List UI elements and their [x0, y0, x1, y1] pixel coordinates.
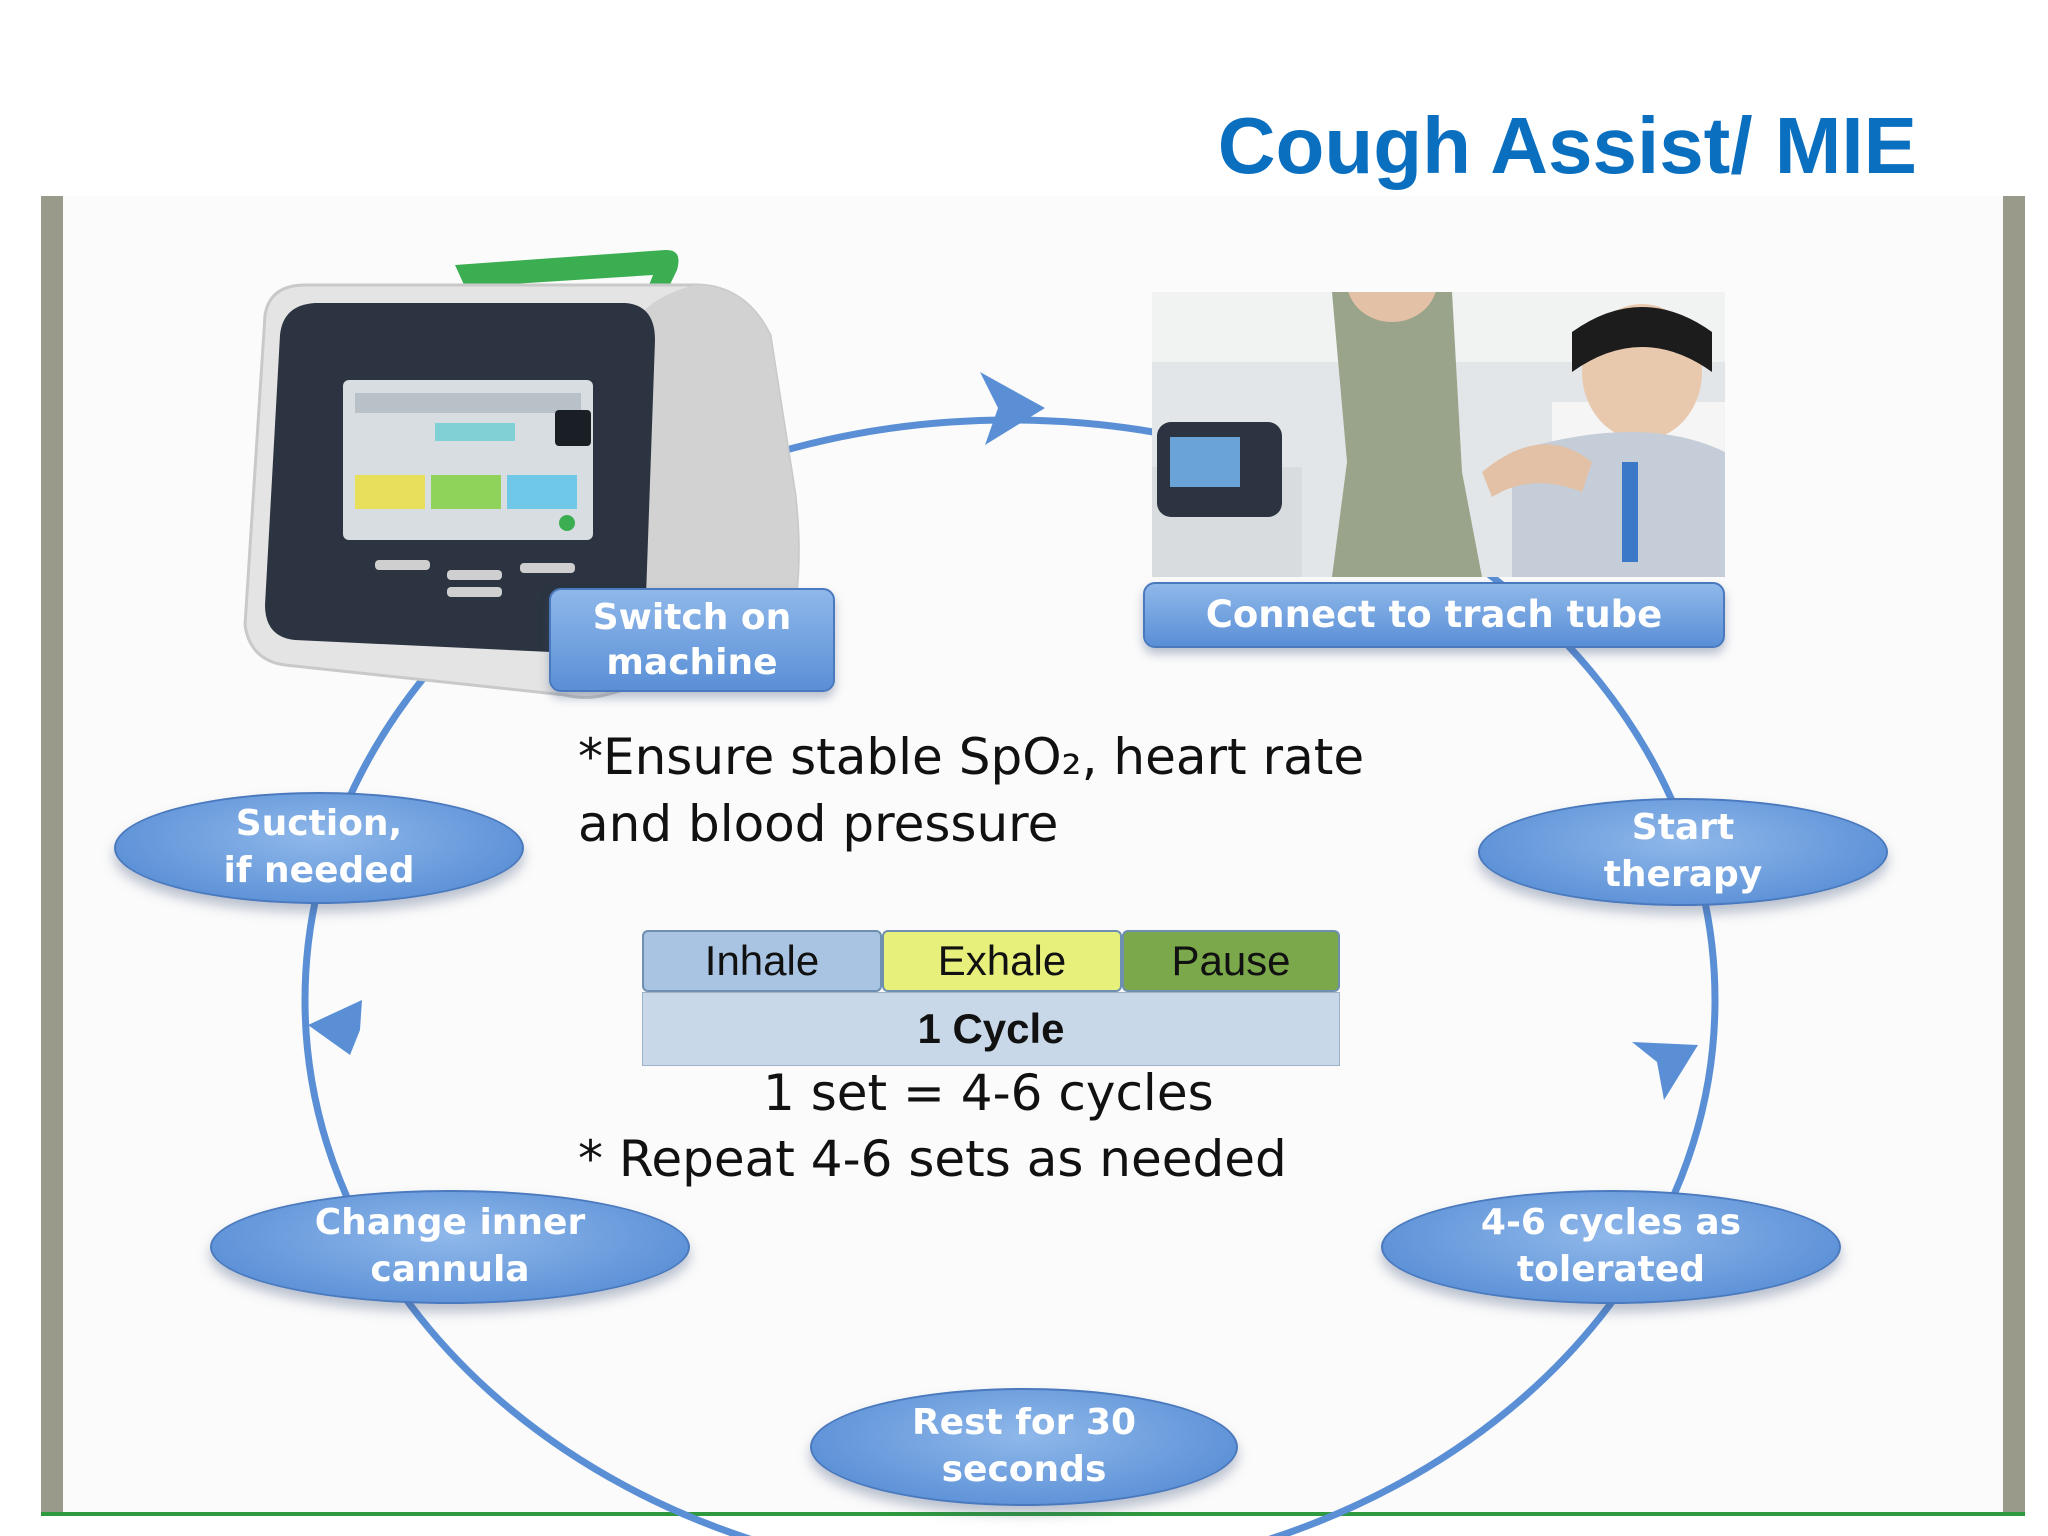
one-cycle-bar: 1 Cycle — [642, 992, 1340, 1066]
step-switch-on-machine: Switch on machine — [549, 588, 835, 692]
phase-inhale-label: Inhale — [704, 937, 820, 984]
phase-inhale: Inhale — [642, 930, 882, 992]
step-connect-trach-tube: Connect to trach tube — [1143, 582, 1725, 648]
patient-therapy-photo — [1152, 292, 1725, 577]
phase-pause: Pause — [1122, 930, 1340, 992]
step-rest-30-seconds: Rest for 30 seconds — [810, 1388, 1238, 1506]
repeat-sets-note: * Repeat 4-6 sets as needed — [578, 1130, 1287, 1188]
step-suction-if-needed: Suction, if needed — [114, 792, 524, 904]
arrow-right-icon — [1632, 1042, 1698, 1100]
ensure-stable-note-line1: *Ensure stable SpO₂, heart rate — [578, 728, 1365, 786]
bottom-rule — [41, 1512, 2025, 1516]
step-rest-label: Rest for 30 seconds — [911, 1402, 1137, 1490]
phase-exhale: Exhale — [882, 930, 1122, 992]
page-title: Cough Assist/ MIE — [1217, 101, 1917, 190]
set-definition-note: 1 set = 4-6 cycles — [763, 1064, 1214, 1122]
ensure-stable-note-line2: and blood pressure — [578, 795, 1059, 853]
step-suction-label: Suction, if needed — [223, 803, 415, 891]
step-switch-on-label: Switch on machine — [592, 597, 792, 683]
step-cycles-label: 4-6 cycles as tolerated — [1480, 1202, 1742, 1290]
step-change-label: Change inner cannula — [314, 1202, 586, 1290]
step-change-inner-cannula: Change inner cannula — [210, 1190, 690, 1304]
step-start-label: Start therapy — [1603, 807, 1763, 895]
phase-pause-label: Pause — [1171, 937, 1291, 984]
step-connect-label: Connect to trach tube — [1205, 592, 1663, 636]
arrow-left-icon — [308, 1000, 362, 1055]
step-start-therapy: Start therapy — [1478, 798, 1888, 906]
step-cycles-as-tolerated: 4-6 cycles as tolerated — [1381, 1190, 1841, 1304]
phase-exhale-label: Exhale — [937, 937, 1067, 984]
arrow-top-icon — [980, 372, 1045, 445]
one-cycle-label: 1 Cycle — [917, 1005, 1065, 1052]
